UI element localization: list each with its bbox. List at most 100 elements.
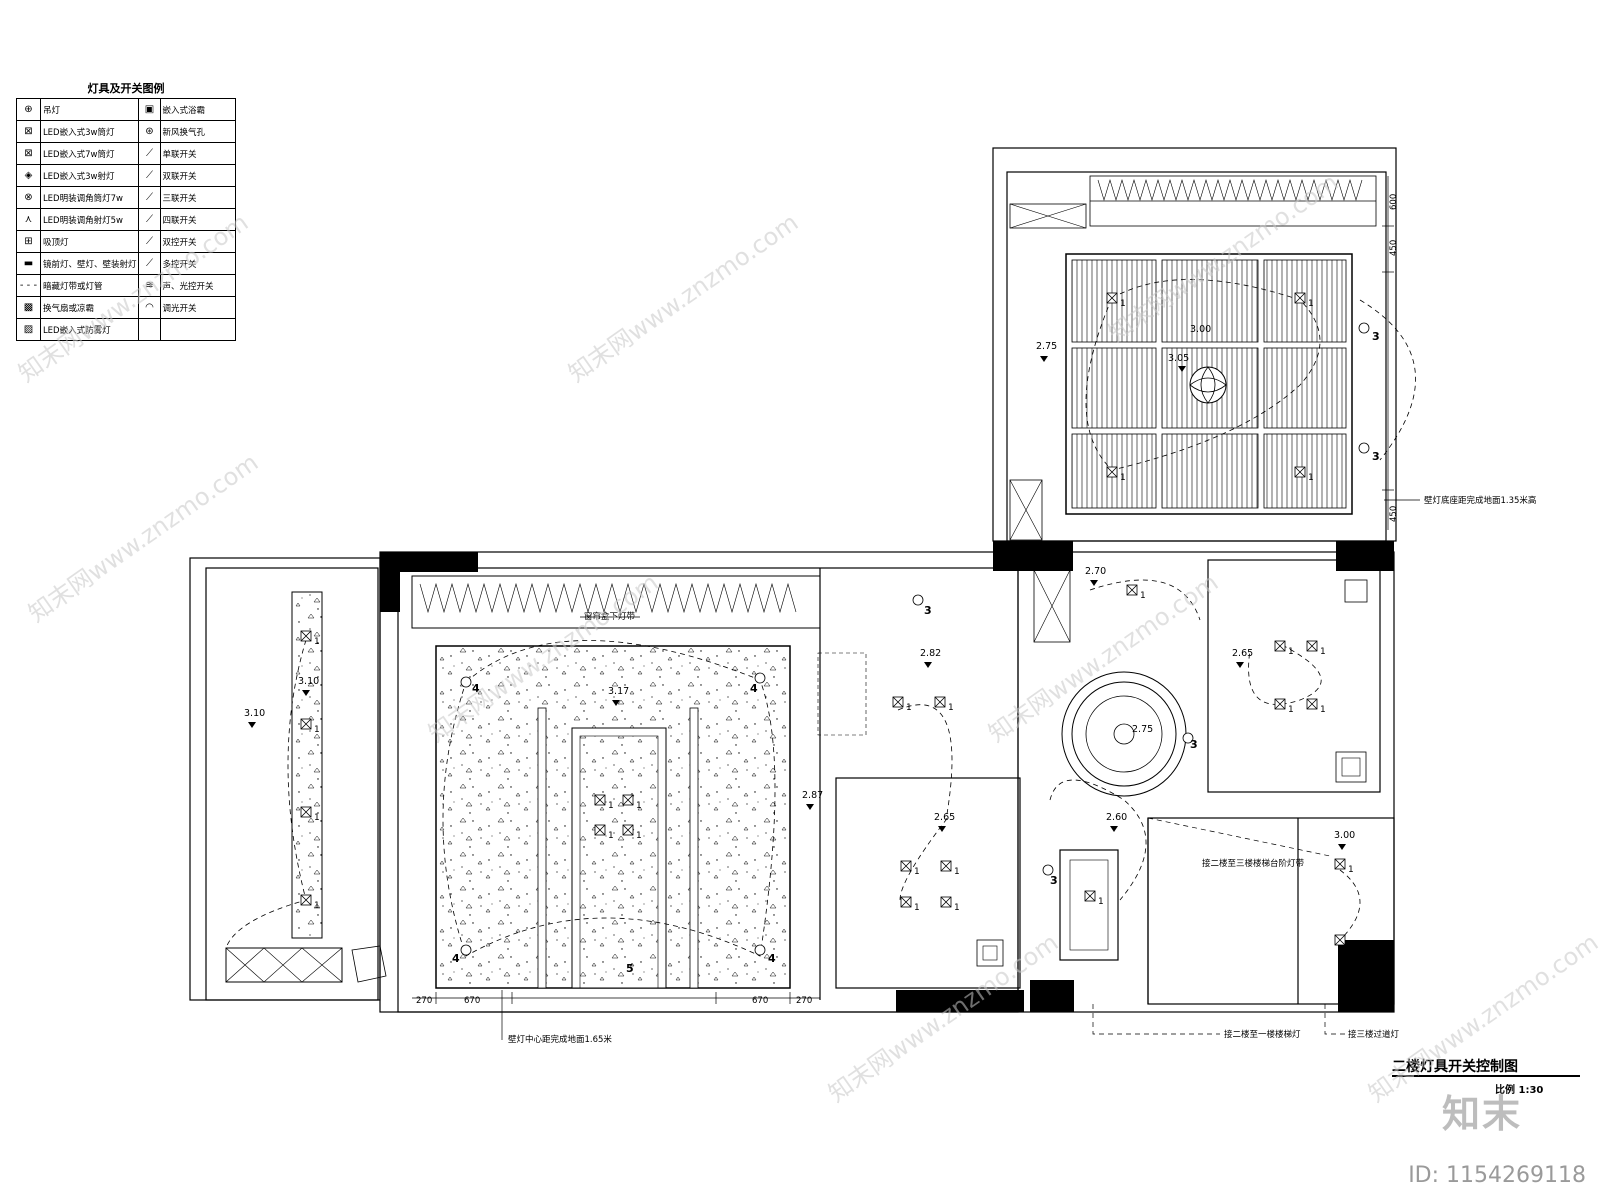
svg-text:450: 450 xyxy=(1389,240,1399,256)
downlight-icon: 1 xyxy=(1334,858,1354,875)
svg-text:3.05: 3.05 xyxy=(1168,353,1189,364)
drawing-scale: 比例 1:30 xyxy=(1495,1085,1544,1096)
downlight-icon: 1 xyxy=(892,696,912,713)
svg-text:4: 4 xyxy=(472,682,480,695)
svg-text:1: 1 xyxy=(314,901,320,911)
ceiling-grid-top-room xyxy=(1009,175,1377,541)
led-spotlight-3w-icon: ◈ xyxy=(16,164,41,187)
downlight-icon: 1 xyxy=(594,824,614,841)
svg-text:壁灯中心距完成地面1.65米: 壁灯中心距完成地面1.65米 xyxy=(508,1034,612,1045)
svg-text:1: 1 xyxy=(608,801,614,811)
svg-text:1: 1 xyxy=(1140,591,1146,601)
downlight-icon: 1 xyxy=(940,860,960,877)
svg-text:1: 1 xyxy=(1288,705,1294,715)
svg-text:1: 1 xyxy=(948,703,954,713)
downlight-icon: 1 xyxy=(594,794,614,811)
downlight-icon: 1 xyxy=(1306,640,1326,657)
svg-text:1: 1 xyxy=(1348,941,1354,951)
downlight-icon: 1 xyxy=(1334,934,1354,951)
svg-text:3.00: 3.00 xyxy=(1190,324,1211,335)
feature-wall-center xyxy=(411,575,867,989)
svg-text:1: 1 xyxy=(914,867,920,877)
svg-text:1: 1 xyxy=(1320,647,1326,657)
legend-row: ⊠LED嵌入式7w筒灯⟋单联开关 xyxy=(16,142,237,165)
svg-text:270: 270 xyxy=(796,996,812,1006)
dimension-lines xyxy=(412,176,1394,1004)
mirror-wall-lamp-icon: ▬ xyxy=(16,252,41,275)
downlight-icon: 1 xyxy=(300,630,320,647)
left-strip-room xyxy=(225,591,387,983)
downlights: 1 1 1 1 1 1 1 1 1 1 1 1 1 1 1 1 1 1 1 1 1 1 1 1 1 1 xyxy=(300,292,1354,951)
downlight-icon: 1 xyxy=(1274,640,1294,657)
svg-text:1: 1 xyxy=(1120,473,1126,483)
svg-text:1: 1 xyxy=(1348,865,1354,875)
svg-text:1: 1 xyxy=(314,637,320,647)
fog-proof-lamp-icon: ▨ xyxy=(16,318,41,341)
svg-text:2.82: 2.82 xyxy=(920,648,941,659)
legend-label xyxy=(159,318,237,341)
svg-text:270: 270 xyxy=(416,996,432,1006)
svg-text:1: 1 xyxy=(636,801,642,811)
svg-text:1: 1 xyxy=(314,813,320,823)
watermark-logo: 知末 xyxy=(1441,1092,1522,1136)
svg-text:接二楼至一楼楼梯灯: 接二楼至一楼楼梯灯 xyxy=(1224,1029,1301,1040)
legend-row: ⊞吸顶灯⟋双控开关 xyxy=(16,230,237,253)
svg-text:1: 1 xyxy=(1120,299,1126,309)
legend-row: ◈LED嵌入式3w射灯⟋双联开关 xyxy=(16,164,237,187)
legend-label: 双控开关 xyxy=(159,230,237,253)
svg-text:3: 3 xyxy=(1050,874,1058,887)
columns xyxy=(380,541,1394,1012)
downlight-icon: 1 xyxy=(1294,466,1314,483)
downlight-icon: 1 xyxy=(1294,292,1314,309)
svg-text:2.65: 2.65 xyxy=(1232,648,1253,659)
svg-text:1: 1 xyxy=(954,867,960,877)
callout-texts: 窗帘盒下灯带 壁灯底座距完成地面1.35米高 壁灯中心距完成地面1.65米 接二… xyxy=(508,495,1536,1045)
svg-text:3: 3 xyxy=(1372,330,1380,343)
svg-text:1: 1 xyxy=(1308,299,1314,309)
downlight-icon: 1 xyxy=(900,860,920,877)
downlight-icon: 1 xyxy=(900,896,920,913)
callout-leaders xyxy=(501,499,1420,1040)
svg-text:1: 1 xyxy=(1098,897,1104,907)
downlight-icon: 1 xyxy=(1126,584,1146,601)
downlight-icon: 1 xyxy=(622,794,642,811)
downlight-icon: 1 xyxy=(1274,698,1294,715)
svg-text:3.00: 3.00 xyxy=(1334,830,1355,841)
svg-text:2.75: 2.75 xyxy=(1132,724,1153,735)
downlight-icon: 1 xyxy=(1106,292,1126,309)
svg-text:4: 4 xyxy=(768,952,776,965)
svg-text:1: 1 xyxy=(1308,473,1314,483)
svg-text:1: 1 xyxy=(1320,705,1326,715)
image-id: ID: 1154269118 xyxy=(1408,1163,1586,1188)
round-ceiling xyxy=(976,569,1368,967)
downlight-icon: 1 xyxy=(934,696,954,713)
switch-wiring xyxy=(225,279,1416,957)
legend-title: 灯具及开关图例 xyxy=(87,82,165,95)
svg-text:4: 4 xyxy=(750,682,758,695)
svg-text:5: 5 xyxy=(626,962,634,975)
legend-row: ▨LED嵌入式防雾灯 xyxy=(16,318,237,341)
svg-text:4: 4 xyxy=(452,952,460,965)
downlight-icon: 1 xyxy=(622,824,642,841)
svg-text:3: 3 xyxy=(924,604,932,617)
legend-table: ⊕吊灯▣嵌入式浴霸⊠LED嵌入式3w筒灯⊛新风换气孔⊠LED嵌入式7w筒灯⟋单联… xyxy=(16,98,237,341)
svg-text:1: 1 xyxy=(954,903,960,913)
svg-text:3.10: 3.10 xyxy=(244,708,265,719)
svg-text:2.65: 2.65 xyxy=(934,812,955,823)
svg-text:1: 1 xyxy=(906,703,912,713)
downlight-icon: 1 xyxy=(1306,698,1326,715)
fixture-numbers: 4 4 4 4 3 3 3 3 3 5 xyxy=(452,330,1380,975)
svg-text:3: 3 xyxy=(1372,450,1380,463)
downlight-icon: 1 xyxy=(940,896,960,913)
downlight-icon: 1 xyxy=(300,718,320,735)
svg-text:接三楼过道灯: 接三楼过道灯 xyxy=(1348,1029,1400,1040)
downlight-icon: 1 xyxy=(300,806,320,823)
height-markers: 2.75 3.00 3.05 2.70 2.65 3.10 3.10 3.17 … xyxy=(244,324,1355,850)
walls xyxy=(189,147,1397,1013)
svg-text:1: 1 xyxy=(608,831,614,841)
svg-text:3.10: 3.10 xyxy=(298,676,319,687)
legend-row: ▬镜前灯、壁灯、壁装射灯⟋多控开关 xyxy=(16,252,237,275)
downlight-icon: 1 xyxy=(1084,890,1104,907)
svg-text:1: 1 xyxy=(314,725,320,735)
